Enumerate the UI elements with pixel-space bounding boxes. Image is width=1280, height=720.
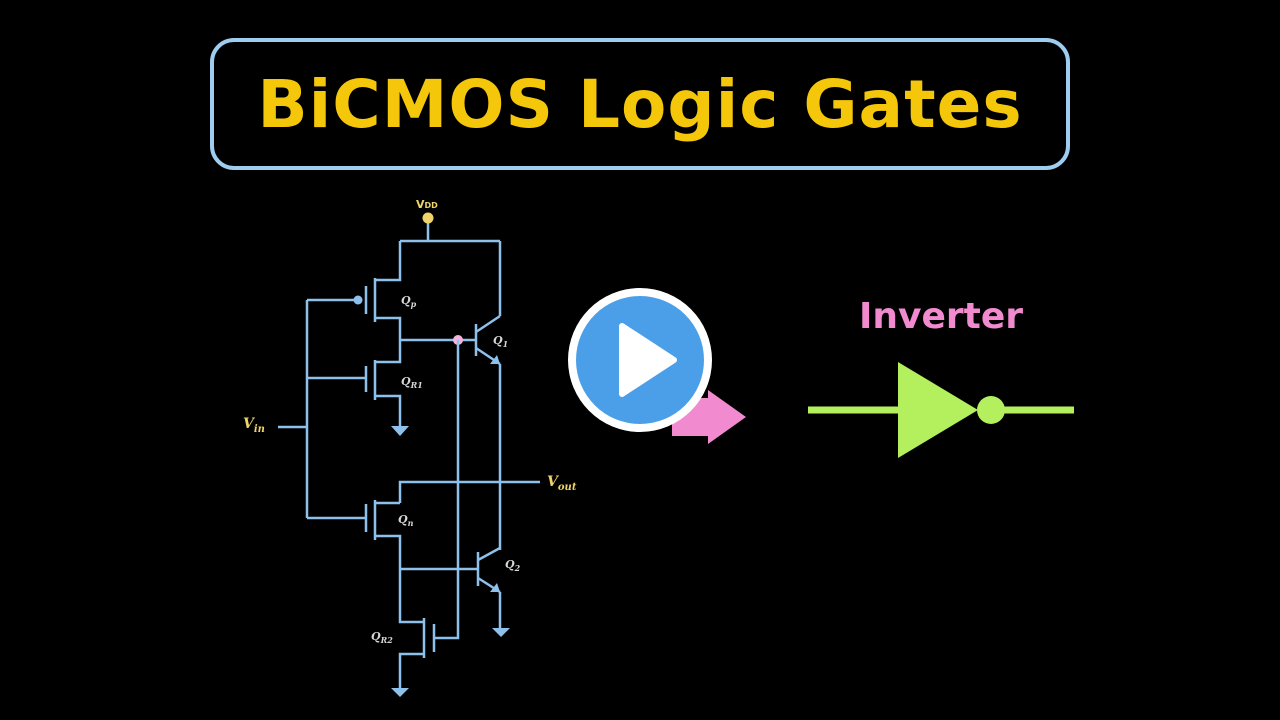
vout-terminal: Vout	[398, 474, 577, 503]
q1-label: Q	[493, 334, 503, 347]
vdd-sub: DD	[425, 201, 439, 210]
vdd-terminal: VDD	[416, 198, 438, 241]
vin-terminal: Vin	[243, 300, 309, 518]
svg-text:Qp: Qp	[401, 294, 417, 309]
q1-sub: 1	[503, 339, 509, 349]
vdd-node	[422, 212, 434, 224]
vdd-label: V	[416, 198, 425, 211]
qr1-ground	[391, 426, 409, 436]
qp-pmos-transistor: Qp	[307, 241, 417, 340]
svg-text:Qn: Qn	[398, 513, 414, 528]
svg-text:QR2: QR2	[371, 630, 393, 645]
qp-sub: p	[411, 299, 417, 309]
play-button[interactable]	[568, 288, 712, 432]
inverter-bubble	[977, 396, 1005, 424]
qn-sub: n	[408, 518, 414, 528]
qp-gate-bubble	[353, 295, 363, 305]
q2-label: Q	[505, 558, 515, 571]
qr2-nmos-transistor: QR2	[371, 569, 436, 697]
inverter-label: Inverter	[859, 296, 1023, 337]
qr1-nmos-transistor: QR1	[307, 340, 423, 436]
vin-sub: in	[254, 424, 265, 435]
qr1-sub: R1	[410, 380, 423, 390]
svg-text:Q1: Q1	[493, 334, 508, 349]
q1-npn-transistor: Q1	[474, 314, 508, 366]
vout-sub: out	[558, 482, 577, 493]
qr1-label: Q	[401, 375, 411, 388]
svg-text:Vin: Vin	[243, 416, 265, 435]
qr2-ground	[391, 688, 409, 697]
qn-nmos-transistor: Qn	[307, 500, 414, 569]
vout-label: V	[547, 474, 560, 490]
svg-text:Vout: Vout	[547, 474, 577, 493]
play-icon	[619, 323, 677, 397]
svg-text:Q2: Q2	[505, 558, 521, 573]
qn-label: Q	[398, 513, 408, 526]
inverter-gate-symbol: Inverter	[808, 296, 1074, 458]
vin-label: V	[243, 416, 256, 432]
qr2-gate-wire	[434, 340, 460, 640]
title-box: BiCMOS Logic Gates	[210, 38, 1070, 170]
qp-label: Q	[401, 294, 411, 307]
inverter-triangle	[898, 362, 978, 458]
page-title: BiCMOS Logic Gates	[257, 65, 1023, 143]
svg-text:VDD: VDD	[416, 198, 438, 211]
svg-text:QR1: QR1	[401, 375, 423, 390]
q2-ground	[492, 628, 510, 637]
q2-npn-transistor: Q2	[476, 546, 521, 637]
qr2-label: Q	[371, 630, 381, 643]
qr2-sub: R2	[380, 635, 394, 645]
q2-sub: 2	[514, 563, 521, 573]
bicmos-circuit: VDD Qp	[243, 198, 577, 697]
